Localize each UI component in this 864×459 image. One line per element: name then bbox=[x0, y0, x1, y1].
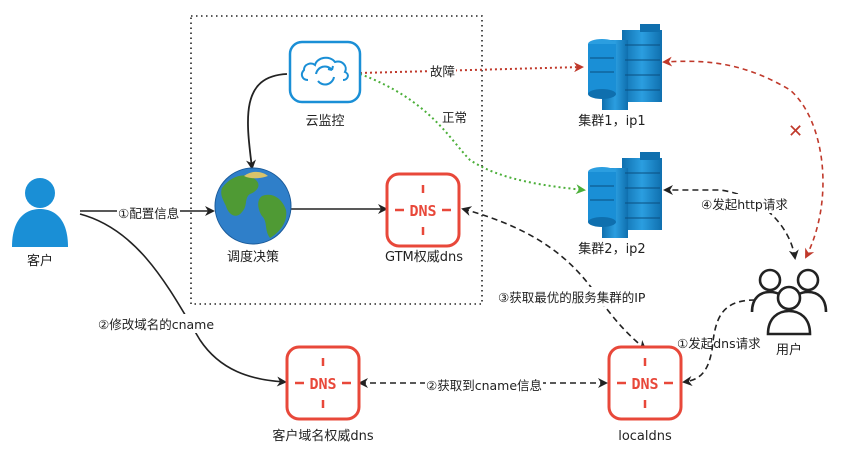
scheduler-label: 调度决策 bbox=[227, 249, 279, 265]
cloud-monitor-label: 云监控 bbox=[305, 114, 344, 129]
gtm-dns-icon: DNS bbox=[385, 172, 461, 248]
edge-label-fault: 故障 bbox=[429, 61, 457, 80]
customer-dns-text: DNS bbox=[309, 375, 336, 393]
scheduler-globe-icon bbox=[214, 167, 292, 245]
edge-label-normal: 正常 bbox=[442, 110, 468, 125]
cluster1-server-icon bbox=[588, 24, 662, 110]
cloud-monitor-icon bbox=[288, 40, 362, 104]
localdns-icon: DNS bbox=[607, 345, 683, 421]
edge-label-dns-request: ①发起dns请求 bbox=[677, 336, 761, 351]
edge-failed-http bbox=[662, 56, 824, 259]
edge-fault bbox=[359, 62, 584, 74]
localdns-label: localdns bbox=[618, 429, 672, 444]
users-label: 用户 bbox=[776, 342, 802, 358]
cluster1-label: 集群1，ip1 bbox=[578, 113, 645, 129]
edge-modify-cname bbox=[79, 213, 287, 387]
edge-label-modify-cname: ②修改域名的cname bbox=[97, 314, 216, 333]
customer-person-icon bbox=[12, 178, 68, 247]
customer-dns-label: 客户域名权威dns bbox=[272, 428, 373, 444]
gtm-dns-text: DNS bbox=[409, 202, 436, 220]
edge-label-best-ip: ③获取最优的服务集群的IP bbox=[497, 287, 647, 306]
users-group-icon bbox=[750, 268, 828, 336]
cluster2-server-icon bbox=[588, 152, 662, 238]
fail-x-icon: ✕ bbox=[788, 121, 803, 142]
edge-monitor-to-scheduler bbox=[246, 73, 288, 170]
customer-dns-icon: DNS bbox=[285, 345, 361, 421]
edge-normal bbox=[359, 73, 586, 195]
localdns-text: DNS bbox=[631, 375, 658, 393]
gtm-boundary-box bbox=[190, 15, 483, 305]
cluster2-label: 集群2，ip2 bbox=[578, 241, 645, 257]
edge-label-get-cname: ②获取到cname信息 bbox=[425, 375, 544, 394]
customer-label: 客户 bbox=[27, 253, 53, 269]
edge-label-config-info: ①配置信息 bbox=[117, 203, 181, 222]
gtm-dns-label: GTM权威dns bbox=[385, 249, 463, 265]
edge-label-http-request: ④发起http请求 bbox=[700, 194, 789, 213]
edge-dns-request bbox=[682, 299, 756, 386]
